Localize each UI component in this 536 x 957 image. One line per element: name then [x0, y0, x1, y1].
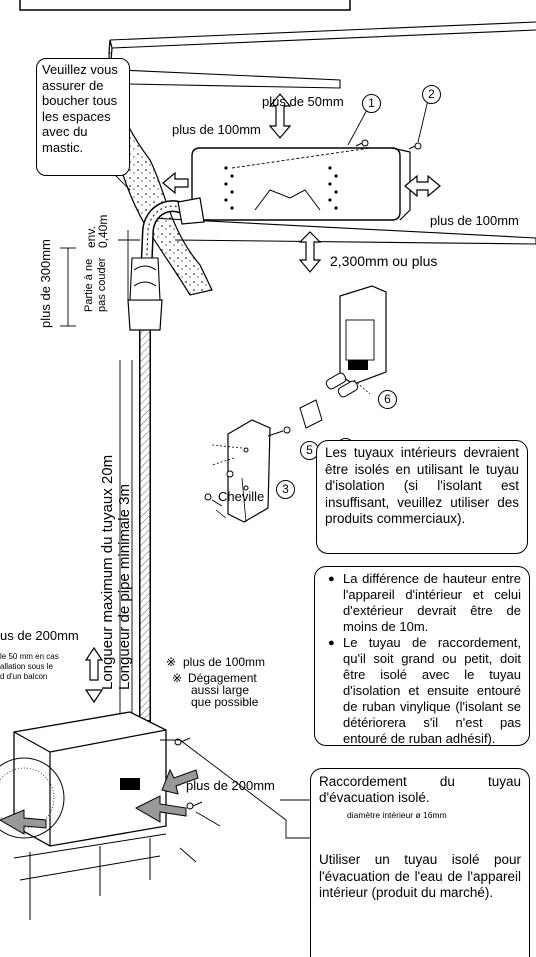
degagement-line-2: aussi large — [191, 683, 250, 697]
plus-50-label: plus de 50mm — [262, 94, 344, 109]
outdoor-unit — [0, 711, 167, 920]
mounting-plate — [191, 147, 411, 221]
pipe-length-min-label: Longueur de pipe minimale 3m — [116, 484, 133, 690]
partie-label-1: Partie à ne — [83, 258, 95, 312]
dimension-lines — [60, 230, 140, 720]
bullets-box: La différence de hauteur entre l'apparei… — [314, 566, 530, 746]
balcony-note-1: le 50 mm en cas — [0, 652, 59, 661]
battery — [325, 372, 359, 398]
diameter-label: diamètre intérieur ø 16mm — [347, 810, 447, 820]
balcony-note-2: allation sous le — [0, 662, 53, 671]
drain-title: Raccordement du tuyau d'évacuation isolé… — [319, 774, 521, 805]
isolation-note-box: Les tuyaux intérieurs devraient être iso… — [316, 440, 528, 554]
pipe-clamp — [127, 299, 163, 331]
note-100-mark: ※ — [166, 655, 177, 669]
callout-1: 1 — [362, 94, 381, 113]
screw — [355, 139, 422, 150]
clearance-arrows — [84, 93, 441, 704]
lower-slab — [149, 217, 536, 245]
drain-text: Utiliser un tuyau isolé pour l'évacuatio… — [319, 852, 521, 900]
note-100-label: plus de 100mm — [183, 655, 266, 669]
bullet-height-difference: La différence de hauteur entre l'apparei… — [328, 571, 521, 635]
degagement-line-1: Dégagement — [188, 671, 257, 685]
degagement-mark: ※ — [172, 671, 183, 685]
upper-slab — [119, 69, 341, 89]
clearance-2300-label: 2,300mm ou plus — [330, 253, 438, 269]
plus-200-right-label: plus de 200mm — [186, 778, 275, 793]
plus-200-top-label: us de 200mm — [0, 628, 79, 643]
callout-6: 6 — [378, 390, 397, 409]
battery-cover — [299, 399, 323, 429]
top-frame — [19, 0, 351, 11]
mastic-note-text: Veuillez vous assurer de boucher tous le… — [42, 62, 118, 155]
remote-control — [339, 285, 387, 385]
degagement-line-3: que possible — [191, 695, 259, 709]
plus-100-top-label: plus de 100mm — [172, 122, 261, 137]
isolation-note-text: Les tuyaux intérieurs devraient être iso… — [325, 445, 519, 526]
balcony-note-3: d d'un balcon — [0, 672, 48, 681]
pipe-length-max-label: Longueur maximum du tuyaux 20m — [99, 454, 116, 690]
ceiling-line — [109, 21, 536, 49]
env-value-label: 0,40m — [96, 214, 110, 248]
drain-box: Raccordement du tuyau d'évacuation isolé… — [310, 768, 530, 957]
plus-300-label: plus de 300mm — [38, 239, 53, 328]
plus-100-right-label: plus de 100mm — [430, 213, 519, 228]
callout-2: 2 — [422, 85, 441, 104]
partie-label-2: pas couder — [96, 257, 108, 312]
bullet-pipe-insulation: Le tuyau de raccordement, qu'il soit gra… — [328, 635, 521, 747]
callout-3: 3 — [276, 480, 295, 499]
cheville-label: Cheville — [218, 489, 265, 504]
remote-holder — [204, 419, 291, 523]
airflow-arrows — [0, 768, 199, 835]
mastic-note-box: Veuillez vous assurer de boucher tous le… — [36, 58, 130, 176]
